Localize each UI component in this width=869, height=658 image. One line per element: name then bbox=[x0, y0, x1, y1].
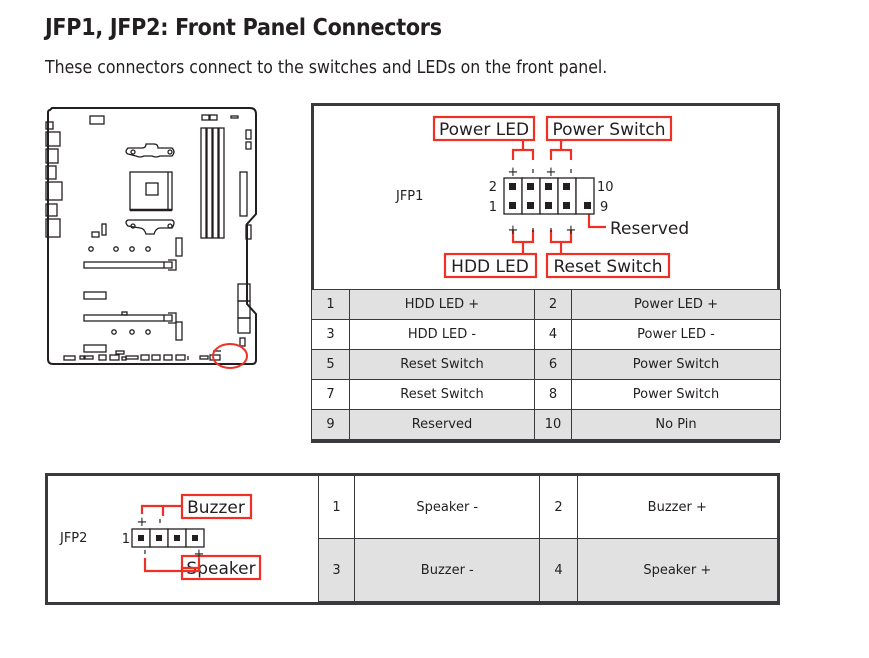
pin-signal-cell: Reset Switch bbox=[349, 379, 535, 410]
svg-text:HDD LED: HDD LED bbox=[451, 257, 529, 277]
pin-number-cell: 3 bbox=[317, 538, 356, 603]
polarity-plus: + bbox=[137, 515, 148, 530]
pin-signal-cell: HDD LED + bbox=[349, 289, 535, 320]
page-title: JFP1, JFP2: Front Panel Connectors bbox=[45, 15, 442, 41]
pin-signal-cell: Power Switch bbox=[571, 349, 781, 380]
pin-number-cell: 9 bbox=[311, 409, 350, 440]
pin-signal-cell: Speaker - bbox=[354, 474, 541, 539]
polarity-plus: + bbox=[194, 547, 205, 562]
pin-number-cell: 10 bbox=[534, 409, 572, 440]
reserved-label: Reserved bbox=[610, 219, 689, 239]
polarity-plus: + bbox=[508, 223, 519, 238]
svg-text:Power LED: Power LED bbox=[439, 120, 529, 140]
pin-number-2: 2 bbox=[489, 180, 497, 195]
jfp2-pinout-diagram: JFP2 Buzzer Speaker + + 1 bbox=[59, 493, 262, 581]
pin-squares bbox=[509, 183, 591, 209]
pin-number-cell: 5 bbox=[311, 349, 350, 380]
pin-number-1: 1 bbox=[489, 200, 497, 215]
pin-signal-cell: Power Switch bbox=[571, 379, 781, 410]
reset-switch-callout: Reset Switch bbox=[545, 252, 671, 279]
svg-text:Buzzer: Buzzer bbox=[187, 498, 245, 518]
pin-number-cell: 7 bbox=[311, 379, 350, 410]
motherboard-outline-icon bbox=[45, 107, 257, 369]
polarity-plus: + bbox=[566, 223, 577, 238]
page-subtitle: These connectors connect to the switches… bbox=[45, 58, 608, 78]
pin-signal-cell: HDD LED - bbox=[349, 319, 535, 350]
polarity-plus: + bbox=[508, 165, 519, 180]
pin-signal-cell: Reserved bbox=[349, 409, 535, 440]
pin-number-cell: 1 bbox=[317, 474, 356, 539]
hdd-led-callout: HDD LED bbox=[443, 252, 538, 279]
pin-number-1: 1 bbox=[122, 532, 130, 547]
pin-number-cell: 8 bbox=[534, 379, 572, 410]
pin-number-cell: 6 bbox=[534, 349, 572, 380]
jfp1-connector-label: JFP1 bbox=[395, 189, 423, 204]
jfp2-connector-label: JFP2 bbox=[59, 531, 87, 546]
pin-number-9: 9 bbox=[600, 200, 608, 215]
power-switch-callout: Power Switch bbox=[545, 115, 673, 142]
power-led-callout: Power LED bbox=[432, 115, 536, 142]
pin-number-10: 10 bbox=[597, 180, 614, 195]
pin-number-cell: 2 bbox=[539, 474, 578, 539]
pin-signal-cell: Power LED - bbox=[571, 319, 781, 350]
pin-signal-cell: Buzzer + bbox=[576, 474, 780, 539]
pin-signal-cell: No Pin bbox=[571, 409, 781, 440]
pin-signal-cell: Speaker + bbox=[576, 538, 780, 603]
svg-text:Power Switch: Power Switch bbox=[552, 120, 665, 140]
pin-number-cell: 1 bbox=[311, 289, 350, 320]
svg-text:Reset Switch: Reset Switch bbox=[553, 257, 662, 277]
buzzer-callout: Buzzer bbox=[180, 493, 253, 520]
svg-text:Speaker: Speaker bbox=[186, 559, 255, 579]
pin-number-cell: 4 bbox=[539, 538, 578, 603]
pin-number-cell: 2 bbox=[534, 289, 572, 320]
pin-number-cell: 3 bbox=[311, 319, 350, 350]
pin-number-cell: 4 bbox=[534, 319, 572, 350]
pin-signal-cell: Buzzer - bbox=[354, 538, 541, 603]
jfp1-pinout-diagram: JFP1 Power LED Power Switch HDD LED Rese… bbox=[395, 115, 689, 279]
pin-signal-cell: Reset Switch bbox=[349, 349, 535, 380]
polarity-plus: + bbox=[546, 165, 557, 180]
pin-signal-cell: Power LED + bbox=[571, 289, 781, 320]
jfp-location-highlight bbox=[212, 343, 248, 369]
